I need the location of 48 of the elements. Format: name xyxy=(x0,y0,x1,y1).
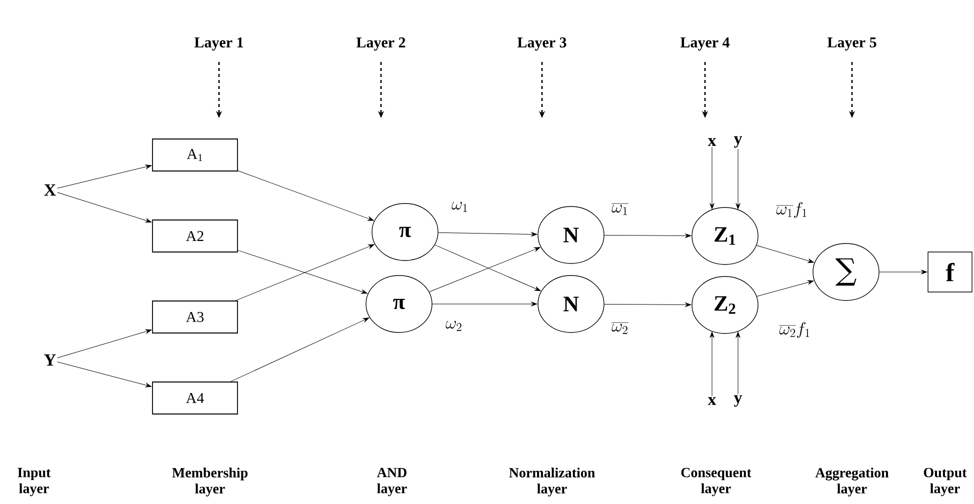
layer-caption: AND layer xyxy=(376,468,407,496)
arrow xyxy=(432,302,538,306)
membership-box: A3 xyxy=(152,300,238,334)
weight-label: $\overline{\omega_2}$ xyxy=(612,322,628,334)
arrow xyxy=(238,250,368,294)
arrow xyxy=(438,232,538,236)
arrow xyxy=(710,146,714,210)
layer-caption: Output layer xyxy=(924,468,967,496)
arrow xyxy=(57,164,152,188)
input-label: x xyxy=(708,138,716,146)
input-label: Y xyxy=(44,354,56,366)
weight-label: $\overline{\omega_1}$ xyxy=(612,204,628,216)
membership-box: A2 xyxy=(152,220,238,252)
layer-caption: Consequent layer xyxy=(681,468,752,496)
arrow xyxy=(710,332,714,396)
arrow xyxy=(57,329,152,358)
layer-label: Layer 4 xyxy=(680,37,730,51)
layer-caption: Membership layer xyxy=(172,468,248,496)
arrow xyxy=(57,362,152,388)
layer-label: Layer 3 xyxy=(517,37,566,51)
arrow xyxy=(736,332,740,394)
arrow xyxy=(604,234,692,238)
input-label: x xyxy=(708,397,716,405)
layer-label: Layer 5 xyxy=(827,37,876,51)
weight-label: $\omega_1$ xyxy=(452,202,467,212)
arrow xyxy=(879,270,928,274)
input-label: y xyxy=(734,395,742,407)
arrow xyxy=(604,302,692,307)
membership-box: A$_{1}$ xyxy=(152,138,238,172)
layer-caption: Input layer xyxy=(18,468,51,496)
output-box: f xyxy=(928,252,972,292)
weight-label: $\omega_2$ xyxy=(446,320,462,332)
weight-label: $\overline{\omega_2} f_1$ xyxy=(779,322,810,338)
input-label: y xyxy=(734,136,742,148)
arrow xyxy=(230,318,370,382)
layer-label: Layer 1 xyxy=(194,37,244,51)
arrow xyxy=(235,244,374,301)
input-label: X xyxy=(44,184,56,196)
weight-label: $\overline{\omega_1} f_1$ xyxy=(776,202,806,218)
layer-caption: Normalization layer xyxy=(509,468,595,496)
arrow xyxy=(238,170,374,221)
arrow xyxy=(736,148,740,210)
layer-caption: Aggregation layer xyxy=(815,468,889,496)
membership-box: A4 xyxy=(152,382,238,414)
arrow xyxy=(756,245,814,263)
arrow xyxy=(57,192,152,223)
arrow xyxy=(756,280,814,297)
layer-label: Layer 2 xyxy=(356,37,406,51)
